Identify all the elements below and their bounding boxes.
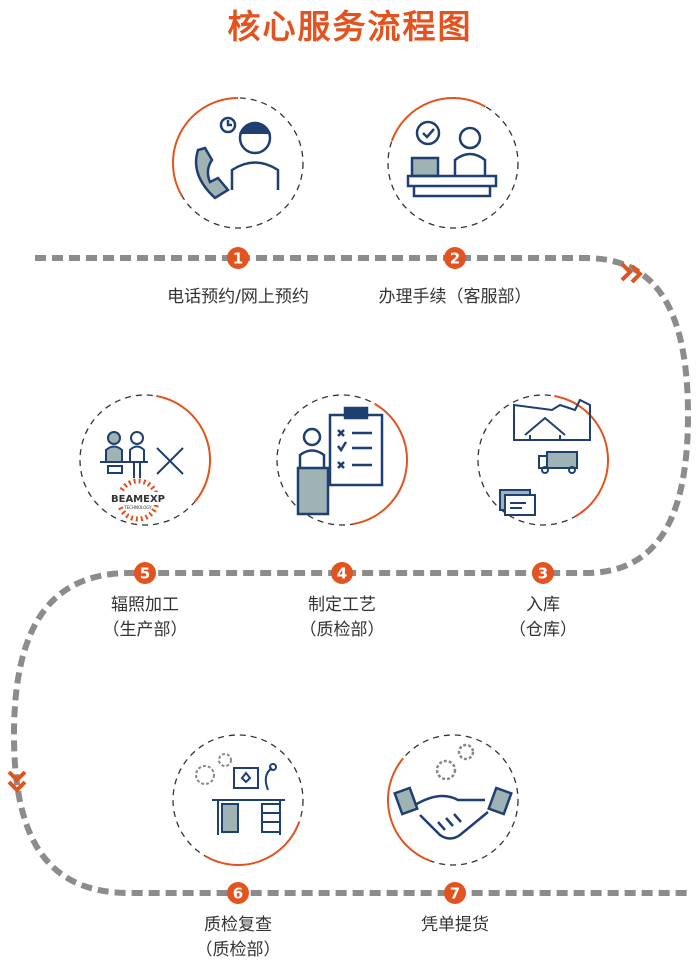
page-title: 核心服务流程图 (228, 7, 473, 46)
logo-subtext: TECHNOLOGY (123, 505, 152, 510)
handshake-icon (393, 743, 513, 840)
step-2-circle (387, 97, 519, 229)
step-2-accent-arc (390, 97, 486, 142)
step-number: 2 (450, 250, 460, 268)
workers-tools-icon (100, 431, 184, 478)
step-number: 1 (233, 250, 243, 268)
step-1-accent-arc (172, 97, 239, 196)
step-2-marker: 2 (444, 247, 466, 269)
step-4-label: 制定工艺 (308, 595, 376, 615)
step-6-accent-arc (205, 821, 301, 866)
inspection-desk-icon (195, 753, 285, 835)
step-number: 7 (450, 885, 460, 903)
service-desk-icon (406, 120, 498, 198)
step-6-label: 质检复查 (204, 915, 272, 935)
step-number: 3 (538, 565, 548, 583)
beamexp-logo: BEAMEXP TECHNOLOGY (111, 478, 165, 522)
step-1-label: 电话预约/网上预约 (167, 287, 309, 307)
step-1-marker: 1 (227, 247, 249, 269)
step-number: 6 (233, 885, 243, 903)
step-4-label: （质检部） (300, 620, 385, 640)
step-6-label: （质检部） (196, 940, 281, 960)
step-number-badge (444, 247, 466, 269)
warehouse-icon (499, 398, 591, 516)
step-3-accent-arc (554, 395, 609, 518)
step-number-badge (227, 882, 249, 904)
logo-text: BEAMEXP (111, 494, 165, 505)
step-number-badge (227, 247, 249, 269)
step-3-marker: 3 (532, 562, 554, 584)
chevron-right-icon (620, 262, 643, 284)
checklist-icon (296, 406, 384, 516)
step-7-label: 凭单提货 (421, 915, 489, 935)
step-5-label: 辐照加工 (111, 595, 179, 615)
step-number: 4 (337, 565, 347, 583)
step-4-accent-arc (353, 402, 408, 525)
step-3-label: 入库 (526, 595, 560, 615)
step-number-badge (444, 882, 466, 904)
step-7-accent-arc (387, 757, 432, 863)
step-number-badge (532, 562, 554, 584)
step-number-badge (331, 562, 353, 584)
step-2-label: 办理手续（客服部） (379, 287, 532, 307)
flow-path (10, 255, 692, 896)
step-5-marker: 5 (134, 562, 156, 584)
phone-agent-icon (194, 116, 280, 200)
chevron-down-icon (7, 770, 27, 793)
step-number: 5 (140, 565, 150, 583)
step-7-marker: 7 (444, 882, 466, 904)
step-6-marker: 6 (227, 882, 249, 904)
step-5-accent-arc (156, 395, 211, 503)
step-3-label: （仓库） (509, 620, 577, 640)
step-number-badge (134, 562, 156, 584)
step-4-marker: 4 (331, 562, 353, 584)
step-5-label: （生产部） (103, 620, 188, 640)
